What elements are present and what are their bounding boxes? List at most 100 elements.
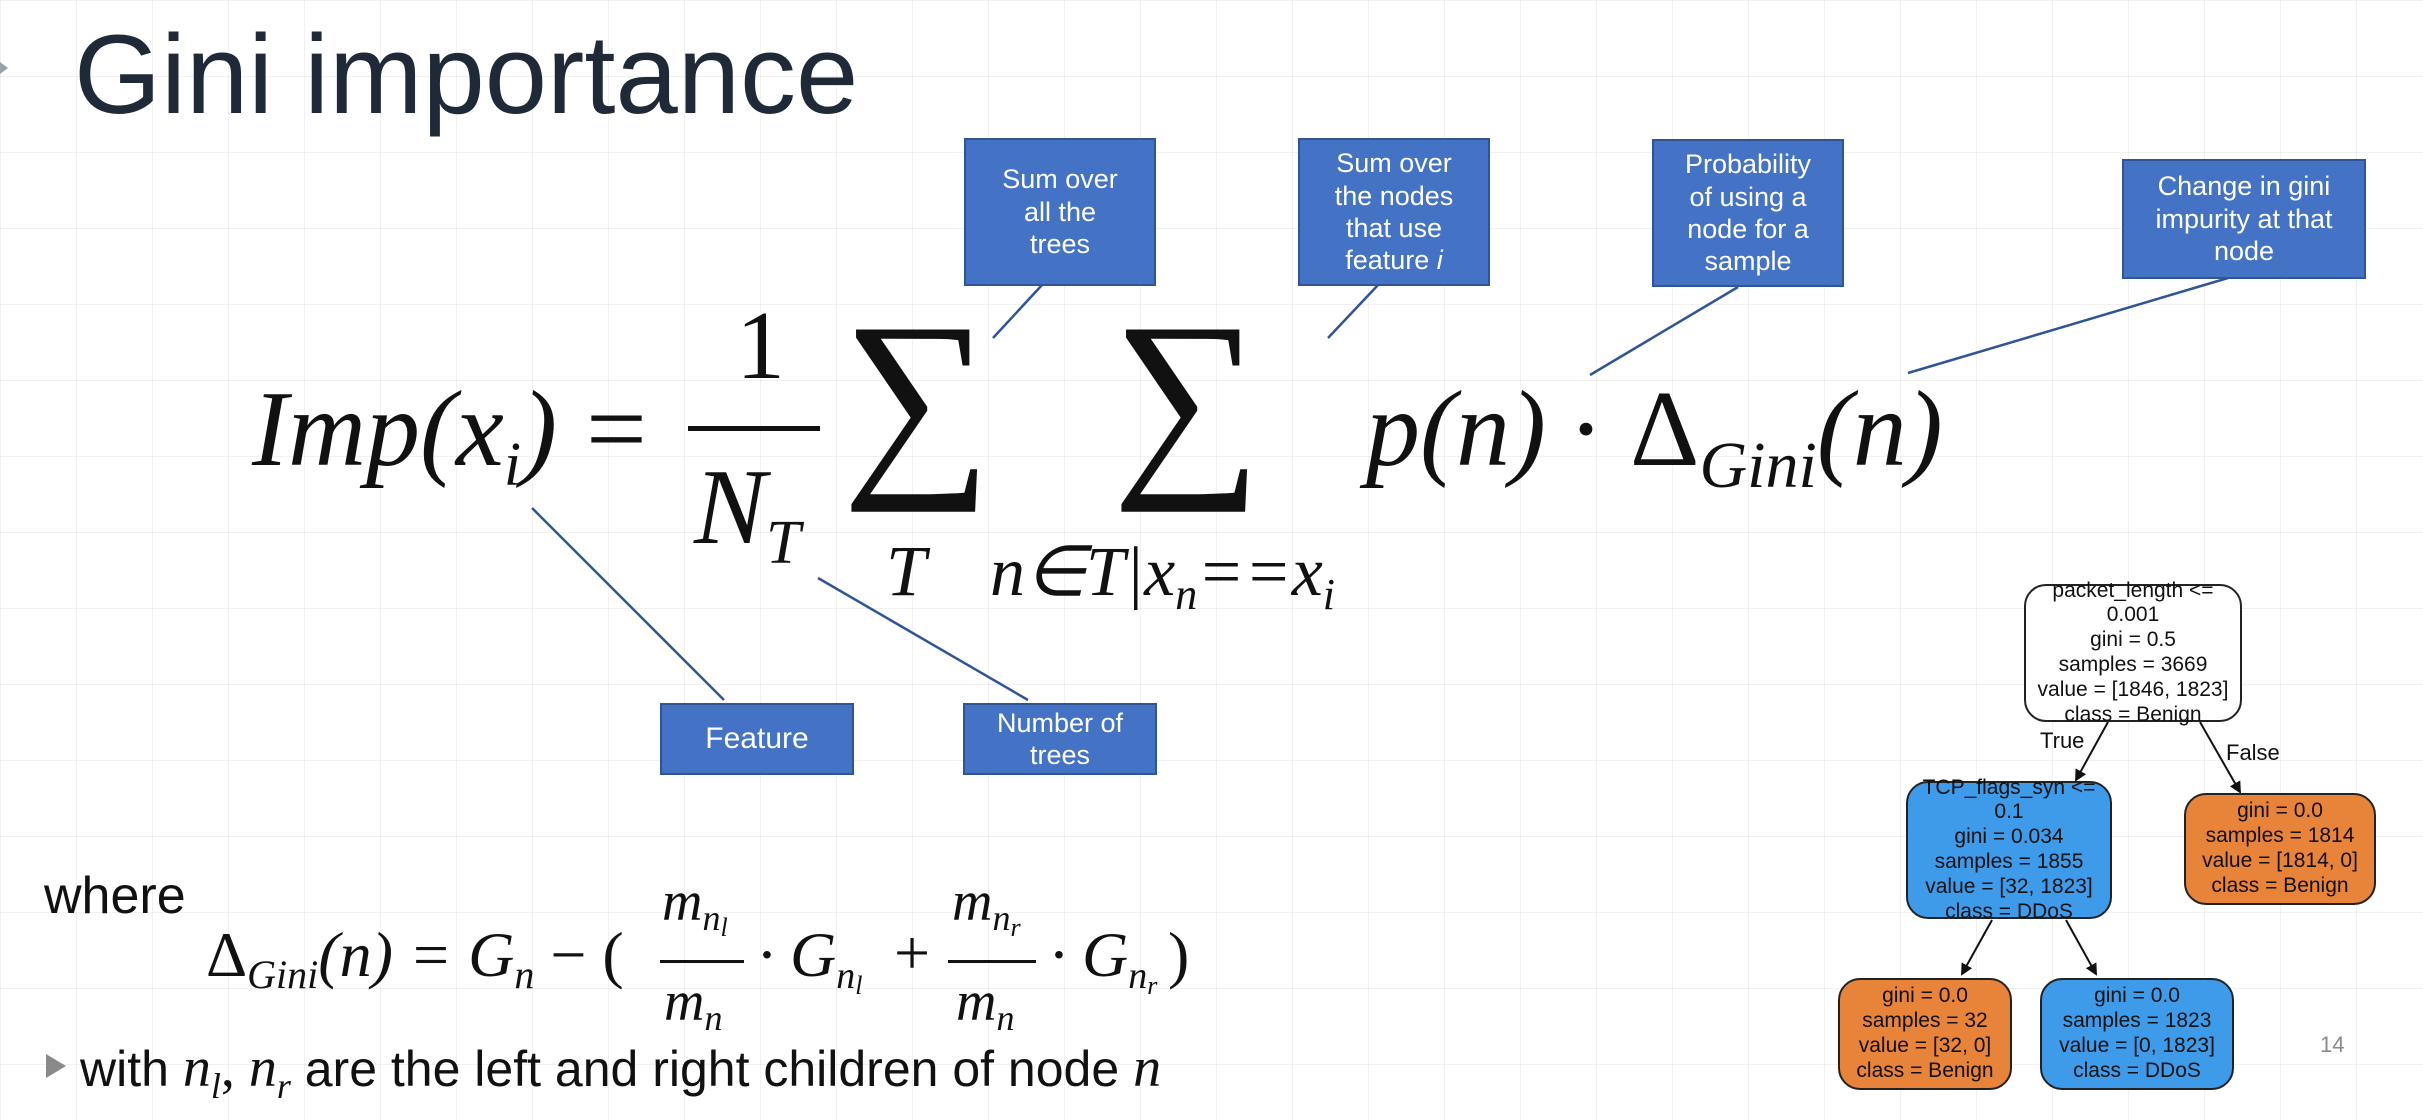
connector-sum-trees xyxy=(992,284,1043,339)
callout-line: Feature xyxy=(705,722,809,755)
callout-line: that use xyxy=(1345,213,1443,243)
index-sub2: i xyxy=(1322,570,1336,619)
node-line: value = [1814, 0] xyxy=(2202,849,2358,872)
delta-gini-term: ΔGini(n) xyxy=(1630,368,1943,504)
formula-lhs: Imp(xi) xyxy=(252,368,557,501)
node-line: TCP_flags_syn <= 0.1 xyxy=(1922,775,2096,824)
g-left-subsub: l xyxy=(855,971,863,1000)
g-right: · Gnr xyxy=(1050,918,1157,1001)
definition-lhs: ΔGini(n) = Gn − ( xyxy=(206,918,624,998)
g-right-sub: n xyxy=(1128,955,1148,997)
callout-sum-over-trees: Sum over all the trees xyxy=(964,138,1156,286)
node-line: value = [0, 1823] xyxy=(2059,1034,2215,1057)
tree-leftright-leaf: gini = 0.0 samples = 1823 value = [0, 18… xyxy=(2040,978,2234,1090)
probability-term: p(n) xyxy=(1366,370,1546,489)
lhs-sub: i xyxy=(503,431,522,499)
var-n-l: nl xyxy=(182,1037,221,1106)
denominator-sub: T xyxy=(766,509,801,577)
frac1-denominator: mn xyxy=(664,970,722,1039)
callout-line: node xyxy=(2213,236,2275,267)
callout-line: Change in gini xyxy=(2157,171,2331,202)
callout-line: Number of xyxy=(996,707,1124,738)
tree-left-node: TCP_flags_syn <= 0.1 gini = 0.034 sample… xyxy=(1906,776,2112,923)
node-line: samples = 3669 xyxy=(2058,653,2208,676)
callout-line: Sum over xyxy=(1336,148,1452,179)
var-node-n: n xyxy=(1133,1037,1162,1099)
sum-over-trees-symbol: ∑ xyxy=(842,281,992,513)
closing-paren: ) xyxy=(1168,919,1190,990)
with-prefix: with xyxy=(80,1041,183,1097)
delta-gini-definition: where xyxy=(44,866,186,926)
frac2-denominator: mn xyxy=(956,970,1014,1039)
node-line: class = Benign xyxy=(2211,873,2349,897)
node-line: value = [1846, 1823] xyxy=(2037,677,2229,701)
callout-text: feature xyxy=(1345,245,1437,276)
edge-left-leftright xyxy=(2065,919,2097,976)
node-line: gini = 0.0 xyxy=(2094,984,2180,1008)
callout-change-in-gini: Change in gini impurity at that node xyxy=(2122,159,2366,279)
f2-den-sub: n xyxy=(996,998,1015,1038)
f1-num-sub: n xyxy=(702,898,721,938)
fraction-denominator: NT xyxy=(694,446,801,579)
fraction-numerator: 1 xyxy=(736,292,785,400)
tree-leftleft-leaf: gini = 0.0 samples = 32 value = [32, 0] … xyxy=(1838,978,2012,1090)
callout-line: trees xyxy=(1029,229,1090,260)
node-line: samples = 1855 xyxy=(1934,850,2084,873)
def-delta: Δ xyxy=(206,919,248,990)
bullet-arrow-icon xyxy=(46,1054,66,1078)
comma: , xyxy=(220,1037,249,1099)
node-line: gini = 0.034 xyxy=(1954,825,2064,849)
index-sub: n xyxy=(1175,570,1198,619)
g-left: · Gnl xyxy=(758,918,862,1001)
edge-label-false: False xyxy=(2226,740,2280,765)
callout-line: node for a xyxy=(1687,214,1809,244)
f1-den-sub: n xyxy=(704,998,723,1038)
f2-num: m xyxy=(952,871,993,933)
callout-line: all the xyxy=(1023,196,1097,227)
frac2-bar xyxy=(948,960,1036,963)
frac1-numerator: mnl xyxy=(662,870,728,943)
tree-root-node: packet_length <= 0.001 gini = 0.5 sample… xyxy=(2024,579,2242,726)
with-middle: are the left and right children of node xyxy=(290,1041,1134,1097)
connector-feature xyxy=(531,507,725,701)
def-expr-2: − ( xyxy=(534,919,624,990)
callout-line: Sum over xyxy=(1002,164,1118,195)
sum-over-nodes-symbol: ∑ xyxy=(1112,281,1262,513)
g-right-subsub: r xyxy=(1147,971,1158,1000)
callout-probability: Probability of using a node for a sample xyxy=(1652,139,1844,287)
fraction-bar xyxy=(688,426,820,431)
callout-line: impurity at that xyxy=(2155,203,2333,234)
callout-feature: Feature xyxy=(660,703,854,775)
def-sub-n: n xyxy=(514,952,535,997)
f1-num-subsub: l xyxy=(720,913,728,942)
var-n: n xyxy=(182,1037,211,1099)
slide-title: Gini importance xyxy=(74,12,859,137)
f2-den: m xyxy=(956,971,997,1033)
edge-root-left xyxy=(2075,721,2109,782)
frac2-numerator: mnr xyxy=(952,870,1021,943)
node-line: gini = 0.0 xyxy=(1882,984,1968,1008)
node-line: class = Benign xyxy=(2064,702,2202,726)
slide-nav-arrow-icon xyxy=(0,62,8,74)
node-line: samples = 1814 xyxy=(2205,824,2355,848)
index-post: ==x xyxy=(1197,534,1323,611)
tree-right-leaf: gini = 0.0 samples = 1814 value = [1814,… xyxy=(2184,793,2376,905)
var-n: n xyxy=(248,1037,277,1099)
callout-line: sample xyxy=(1704,246,1792,277)
children-description: with nl, nr are the left and right child… xyxy=(80,1036,1161,1107)
denominator-text: N xyxy=(694,448,767,567)
node-line: value = [32, 1823] xyxy=(1925,874,2093,898)
callout-line: trees xyxy=(1029,740,1091,770)
callout-line: of using a xyxy=(1689,181,1807,212)
delta-arg: (n) xyxy=(1816,370,1943,489)
callout-number-of-trees: Number of trees xyxy=(963,703,1157,775)
edge-root-right xyxy=(2199,721,2241,794)
node-line: samples = 32 xyxy=(1862,1009,1988,1033)
def-expr-1: (n) = G xyxy=(318,919,515,990)
node-line: class = DDoS xyxy=(2073,1058,2201,1082)
connector-number-of-trees xyxy=(817,576,1029,702)
var-l: l xyxy=(210,1066,221,1107)
connector-probability xyxy=(1589,285,1739,377)
g-left-text: · G xyxy=(758,919,837,990)
